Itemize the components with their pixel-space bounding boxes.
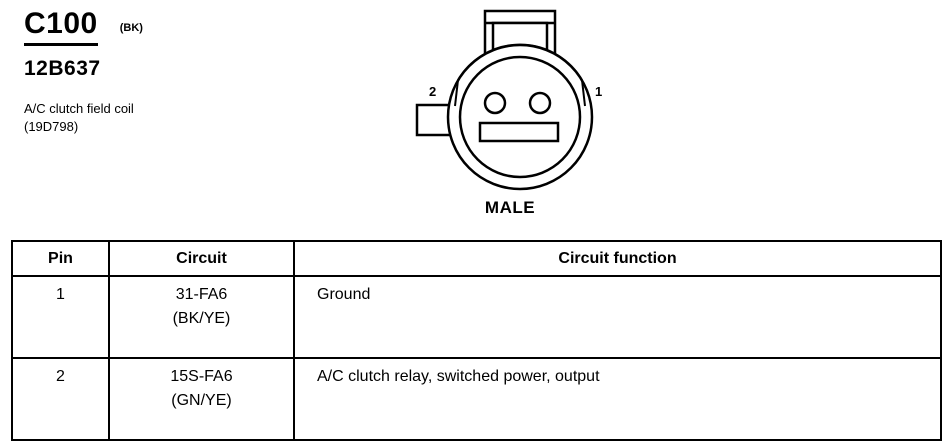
pin-number: 2 bbox=[11, 357, 110, 441]
connector-face-svg bbox=[415, 9, 594, 191]
header-pin: Pin bbox=[11, 240, 110, 277]
connector-header: C100 (BK) 12B637 A/C clutch field coil (… bbox=[24, 8, 344, 136]
connector-description: A/C clutch field coil (19D798) bbox=[24, 100, 344, 136]
table-row: 1 31-FA6 (BK/YE) Ground bbox=[11, 275, 942, 359]
circuit-code: 31-FA6 bbox=[175, 286, 228, 303]
pin-number: 1 bbox=[11, 275, 110, 359]
header-circuit: Circuit bbox=[108, 240, 295, 277]
wire-color: (GN/YE) bbox=[171, 392, 232, 409]
pin-table: Pin Circuit Circuit function 1 31-FA6 (B… bbox=[11, 240, 942, 441]
key-tab bbox=[415, 103, 454, 137]
table-header-row: Pin Circuit Circuit function bbox=[11, 240, 942, 277]
pin-2-cavity bbox=[483, 91, 507, 115]
circuit-code: 15S-FA6 bbox=[170, 368, 233, 385]
circuit-function: Ground bbox=[293, 275, 942, 359]
circuit-cell: 15S-FA6 (GN/YE) bbox=[108, 357, 295, 441]
connector-face-diagram: 2 1 MALE bbox=[405, 8, 625, 218]
header-function: Circuit function bbox=[293, 240, 942, 277]
circuit-cell: 31-FA6 (BK/YE) bbox=[108, 275, 295, 359]
connector-slot bbox=[478, 121, 560, 143]
connector-color-code: (BK) bbox=[119, 21, 143, 34]
pin-label-1: 1 bbox=[595, 84, 603, 99]
inner-face bbox=[458, 55, 582, 179]
pin-1-cavity bbox=[528, 91, 552, 115]
connector-id: C100 bbox=[24, 8, 98, 46]
circuit-function: A/C clutch relay, switched power, output bbox=[293, 357, 942, 441]
title-row: C100 (BK) bbox=[24, 8, 344, 46]
retaining-wire bbox=[457, 43, 583, 81]
part-number: 12B637 bbox=[24, 56, 101, 80]
description-line: A/C clutch field coil bbox=[24, 100, 134, 116]
pin-label-2: 2 bbox=[429, 84, 437, 99]
wire-color: (BK/YE) bbox=[172, 310, 231, 327]
gender-label: MALE bbox=[484, 198, 536, 217]
description-line: (19D798) bbox=[24, 118, 79, 134]
table-row: 2 15S-FA6 (GN/YE) A/C clutch relay, swit… bbox=[11, 357, 942, 441]
